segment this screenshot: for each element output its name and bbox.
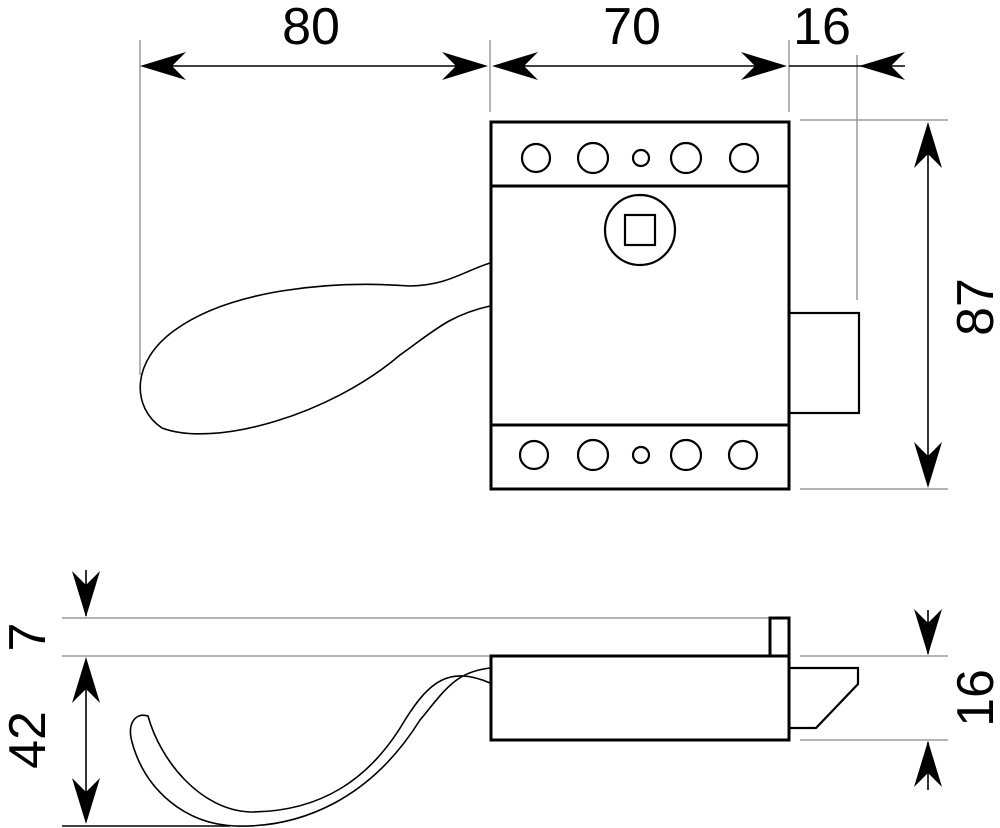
spindle-hole — [603, 193, 677, 267]
arrowhead — [140, 52, 186, 80]
side-view: 7 42 16 — [0, 570, 1000, 827]
arrowhead — [442, 52, 488, 80]
dimension-16-top: 16 — [789, 0, 905, 80]
dimension-70: 70 — [492, 0, 787, 80]
arrowhead — [492, 52, 538, 80]
handle-side-outline — [129, 667, 491, 827]
arrowhead — [72, 657, 100, 703]
dimension-80: 80 — [140, 0, 488, 80]
dimension-16-side: 16 — [914, 609, 1000, 790]
arrowhead — [914, 442, 942, 488]
mounting-hole — [520, 142, 552, 174]
mounting-hole-small — [631, 148, 651, 168]
arrowhead — [914, 122, 942, 168]
front-view: 80 70 16 87 — [139, 0, 1000, 491]
dimension-label-16-side: 16 — [947, 669, 1000, 727]
arrowhead — [72, 571, 100, 617]
dimension-label-16-top: 16 — [793, 0, 851, 56]
bolt-side — [787, 666, 860, 730]
arrowhead — [914, 741, 942, 787]
bottom-mounting-holes — [518, 438, 759, 472]
dimension-87: 87 — [914, 122, 1000, 488]
dimension-label-42: 42 — [0, 711, 57, 769]
mounting-hole — [728, 142, 760, 174]
dimension-42: 42 — [0, 657, 100, 824]
mounting-hole — [576, 438, 610, 472]
lock-body — [489, 120, 791, 491]
dimension-label-70: 70 — [603, 0, 661, 56]
dimension-label-87: 87 — [947, 278, 1000, 336]
mounting-hole — [727, 439, 759, 471]
arrowhead — [914, 609, 942, 655]
dimension-label-7: 7 — [0, 623, 57, 652]
arrowhead — [741, 52, 787, 80]
bolt — [787, 311, 861, 415]
handle-outline — [139, 262, 491, 435]
dimension-7: 7 — [0, 570, 100, 651]
top-mounting-holes — [520, 141, 760, 175]
mounting-hole — [669, 438, 703, 472]
square-spindle-hole — [623, 213, 657, 247]
mounting-hole-small — [631, 445, 651, 465]
dimension-label-80: 80 — [282, 0, 340, 56]
flange — [768, 616, 791, 658]
mounting-hole — [669, 141, 703, 175]
arrowhead — [859, 52, 905, 80]
arrowhead — [72, 778, 100, 824]
lock-body-side — [489, 654, 791, 742]
mounting-hole — [576, 141, 610, 175]
mounting-hole — [518, 439, 550, 471]
